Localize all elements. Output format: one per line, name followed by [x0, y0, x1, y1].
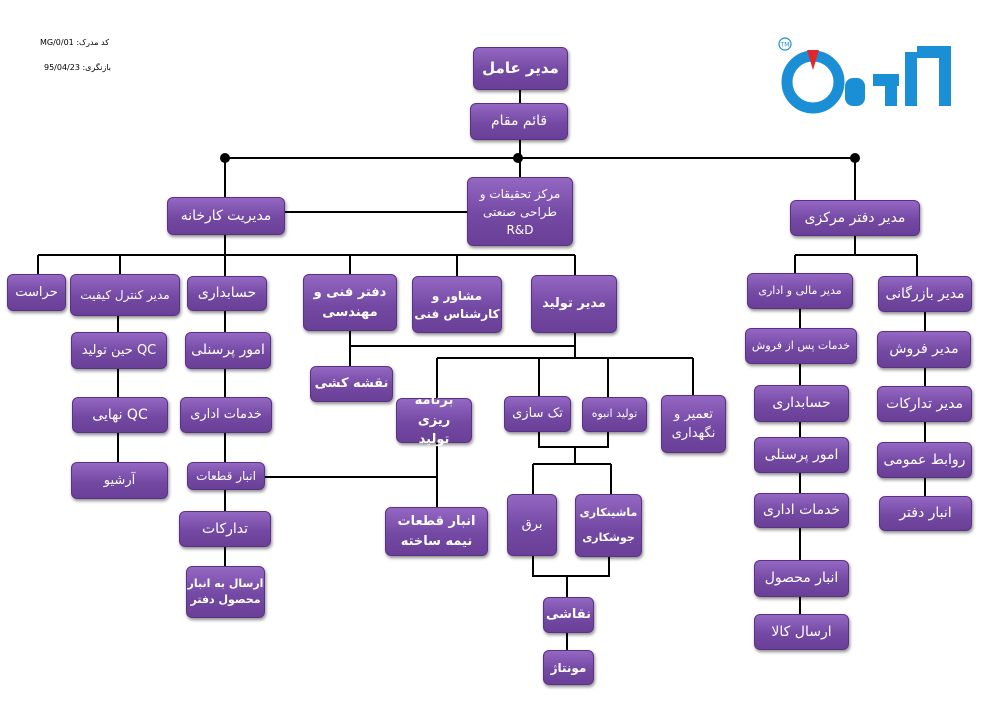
box-semi-finished-store[interactable]: انبار قطعات نیمه ساخته	[385, 507, 488, 556]
box-deputy[interactable]: قائم مقام	[470, 103, 568, 140]
box-central-personnel[interactable]: امور پرسنلی	[754, 437, 849, 473]
box-maintenance[interactable]: تعمیر و نگهداری	[661, 395, 726, 453]
box-central-admin[interactable]: خدمات اداری	[754, 493, 849, 528]
box-after-sales[interactable]: خدمات پس از فروش	[745, 328, 857, 364]
box-production-planning[interactable]: برنامه ریزی تولید	[396, 393, 472, 447]
box-parts-store[interactable]: انبار قطعات	[187, 462, 265, 490]
box-sales-manager[interactable]: مدیر فروش	[877, 331, 971, 368]
box-factory-management[interactable]: مدیریت کارخانه	[167, 197, 285, 235]
box-shipping[interactable]: ارسال کالا	[754, 614, 849, 650]
box-send-to-store[interactable]: ارسال به انبار محصول دفتر	[186, 566, 265, 618]
revision-date: بازنگری: 95/04/23	[44, 63, 112, 72]
box-qc-manager[interactable]: مدیر کنترل کیفیت	[70, 274, 180, 316]
azmoon-logo: TM	[778, 37, 951, 114]
box-personnel[interactable]: امور پرسنلی	[185, 332, 271, 369]
box-machining-welding[interactable]: ماشینکاری جوشکاری	[575, 494, 642, 557]
box-ceo[interactable]: مدیر عامل	[473, 47, 568, 90]
box-electrical[interactable]: برق	[507, 494, 557, 556]
box-procurement-manager[interactable]: مدیر تدارکات	[877, 386, 972, 422]
box-qc-final[interactable]: QC نهایی	[72, 397, 168, 433]
box-central-accounting[interactable]: حسابداری	[754, 385, 849, 422]
box-security[interactable]: حراست	[7, 274, 66, 311]
box-central-office-manager[interactable]: مدیر دفتر مرکزی	[790, 200, 920, 236]
box-technical-consultant[interactable]: مشاور و کارشناس فنی	[412, 276, 502, 333]
box-production-manager[interactable]: مدیر تولید	[531, 275, 617, 333]
document-code: کد مدرک: MG/0/01	[40, 38, 110, 47]
box-public-relations[interactable]: روابط عمومی	[877, 442, 972, 478]
box-office-store[interactable]: انبار دفتر	[879, 496, 972, 531]
box-procurement[interactable]: تدارکات	[179, 511, 271, 547]
box-painting[interactable]: نقاشی	[543, 597, 594, 633]
box-admin-services[interactable]: خدمات اداری	[180, 397, 272, 433]
box-archive[interactable]: آرشیو	[71, 462, 168, 499]
box-drafting[interactable]: نقشه کشی	[310, 366, 393, 402]
box-single-build[interactable]: تک سازی	[504, 396, 571, 432]
box-technical-office[interactable]: دفتر فنی و مهندسی	[303, 274, 397, 331]
box-qc-inprocess[interactable]: QC حین تولید	[71, 332, 167, 369]
box-accounting[interactable]: حسابداری	[187, 276, 267, 311]
box-commerce-manager[interactable]: مدیر بازرگانی	[878, 276, 972, 312]
box-product-store[interactable]: انبار محصول	[754, 560, 849, 597]
box-finance-admin-manager[interactable]: مدیر مالی و اداری	[747, 273, 853, 309]
svg-text:TM: TM	[780, 42, 790, 49]
box-rd-center[interactable]: مرکز تحقیقات و طراحی صنعتی R&D	[467, 177, 573, 246]
box-assembly[interactable]: مونتاژ	[543, 650, 594, 685]
box-mass-production[interactable]: تولید انبوه	[582, 397, 647, 432]
